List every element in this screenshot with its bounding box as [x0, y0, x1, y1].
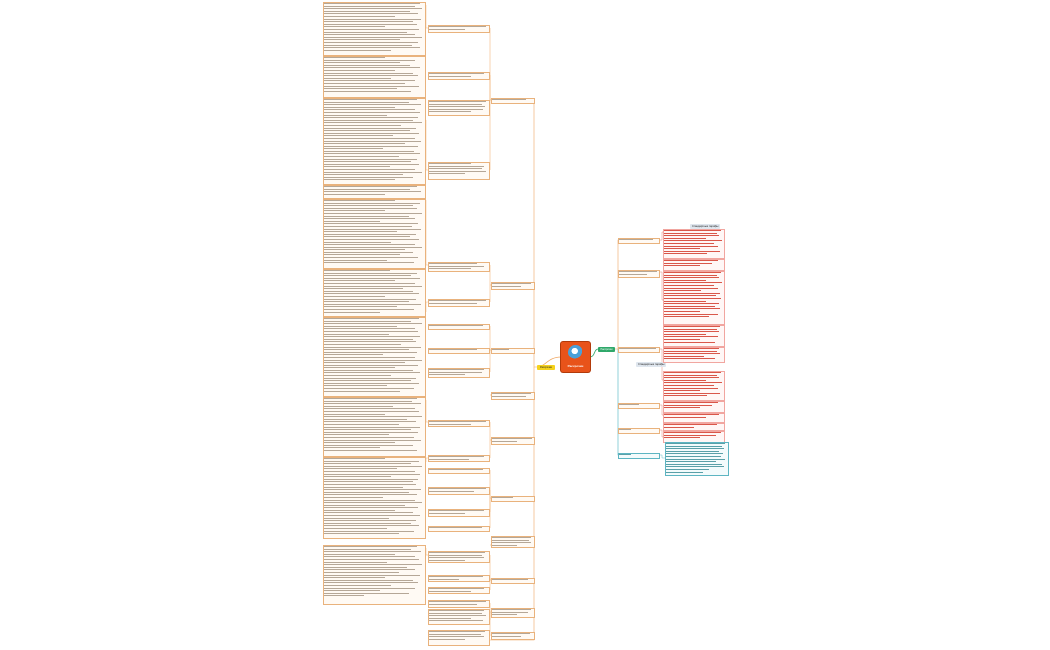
branch-label: [491, 392, 535, 400]
text-block: [428, 609, 490, 625]
text-block: [323, 98, 426, 185]
branch-label: [491, 536, 535, 548]
central-topic[interactable]: Рассрочки: [561, 342, 590, 372]
text-block: [428, 600, 490, 608]
text-block: [323, 2, 426, 56]
right-root-label[interactable]: Рассрочки: [598, 347, 615, 352]
text-block: [323, 185, 426, 199]
branch-label: [491, 632, 535, 640]
text-block: [428, 526, 490, 532]
text-block: [428, 262, 490, 272]
text-block: [428, 324, 490, 330]
text-block: [428, 162, 490, 180]
note-block: [665, 442, 729, 476]
text-block: [428, 368, 490, 378]
text-block: [428, 455, 490, 462]
note-block: [663, 325, 725, 347]
text-block: [428, 25, 490, 33]
text-block: [428, 509, 490, 517]
note-block: [663, 371, 725, 401]
note-block: [663, 271, 725, 325]
text-block: [323, 56, 426, 98]
text-block: [323, 317, 426, 397]
text-block: [323, 199, 426, 269]
branch-label: [618, 347, 660, 353]
legend-box: Стандартные тарифы: [690, 224, 721, 229]
text-block: [428, 299, 490, 307]
branch-label: [491, 98, 535, 104]
text-block: [428, 551, 490, 563]
note-block: [663, 401, 725, 413]
branch-label: [491, 437, 535, 445]
text-block: [323, 269, 426, 317]
legend-box: Стандартные тарифы: [636, 362, 667, 367]
note-block: [663, 413, 725, 423]
branch-label: [618, 238, 660, 244]
text-block: [428, 348, 490, 354]
branch-label: [491, 578, 535, 584]
text-block: [428, 630, 490, 646]
branch-label: [618, 403, 660, 409]
text-block: [428, 100, 490, 116]
text-block: [428, 587, 490, 594]
text-block: [428, 487, 490, 495]
brand-logo-icon: [568, 345, 583, 360]
text-block: [428, 72, 490, 80]
text-block: [428, 468, 490, 474]
branch-label: [491, 608, 535, 618]
branch-label: [618, 270, 660, 278]
text-block: [323, 397, 426, 457]
branch-label: [618, 428, 660, 434]
branch-label: [491, 282, 535, 290]
note-block: [663, 423, 725, 431]
note-block: [663, 229, 725, 259]
note-block: [663, 347, 725, 363]
text-block: [323, 457, 426, 539]
note-block: [663, 259, 725, 271]
branch-label: [491, 348, 535, 354]
left-root-label[interactable]: Рассрочки: [537, 365, 555, 370]
text-block: [323, 545, 426, 605]
text-block: [428, 575, 490, 582]
central-title: Рассрочки: [567, 364, 584, 368]
branch-label: [491, 496, 535, 502]
text-block: [428, 420, 490, 427]
branch-label: [618, 453, 660, 459]
